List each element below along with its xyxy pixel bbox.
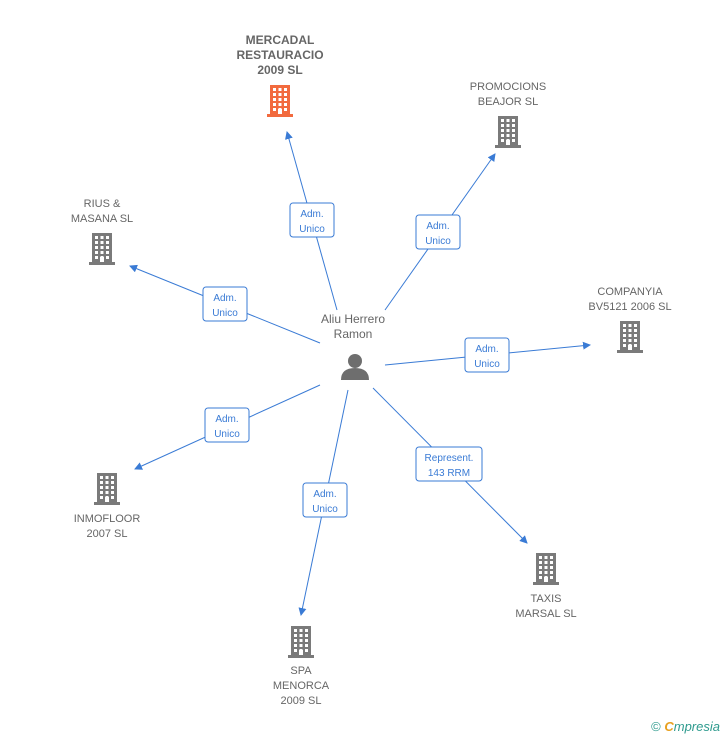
brand-logo: Cmpresia [664, 719, 720, 734]
edge-label-box [204, 407, 250, 443]
edge-label-text: Unico [474, 359, 500, 370]
edge-label-text: 143 RRM [428, 468, 470, 479]
building-icon [89, 233, 115, 265]
company-label-mercadal-line-3: 2009 SL [257, 63, 302, 77]
edge-label-text: Adm. [475, 344, 498, 355]
edge-label-text: Adm. [213, 293, 236, 304]
edge-label-text: Unico [425, 236, 451, 247]
company-label-promocions-line-1: PROMOCIONS [470, 81, 546, 93]
edge-label-inmofloor[interactable]: Adm. Unico [204, 407, 250, 443]
company-label-companyia-line-2: BV5121 2006 SL [588, 301, 671, 313]
person-name-line-1: Aliu Herrero [321, 312, 385, 326]
edge-label-box [464, 337, 510, 373]
edge-label-mercadal[interactable]: Adm. Unico [289, 202, 335, 238]
company-label-rius-line-2: MASANA SL [71, 213, 133, 225]
edge-label-text: Adm. [313, 489, 336, 500]
building-icon [533, 553, 559, 585]
edge-label-spa[interactable]: Adm. Unico [302, 482, 348, 518]
building-icon [617, 321, 643, 353]
edge-label-box [415, 446, 483, 482]
company-label-mercadal-line-2: RESTAURACIO [236, 48, 323, 62]
building-icon [94, 473, 120, 505]
company-label-spa-line-3: 2009 SL [281, 695, 322, 707]
edge-label-box [289, 202, 335, 238]
edge-label-text: Represent. [425, 453, 474, 464]
edge-label-text: Unico [299, 224, 325, 235]
company-node-rius[interactable]: RIUS & MASANA SL [71, 198, 133, 265]
edge-label-text: Adm. [215, 414, 238, 425]
company-node-inmofloor[interactable]: INMOFLOOR 2007 SL [74, 473, 141, 540]
edge-label-taxis[interactable]: Represent. 143 RRM [415, 446, 483, 482]
company-label-promocions-line-2: BEAJOR SL [478, 96, 539, 108]
person-name-line-2: Ramon [334, 327, 373, 341]
building-icon [267, 85, 293, 117]
person-icon [341, 354, 369, 380]
edge-label-box [302, 482, 348, 518]
company-label-inmofloor-line-1: INMOFLOOR [74, 513, 141, 525]
footer-brand: © Cmpresia [651, 719, 720, 734]
edge-label-box [415, 214, 461, 250]
company-label-mercadal-line-1: MERCADAL [246, 33, 315, 47]
company-label-spa-line-1: SPA [290, 665, 312, 677]
company-label-rius-line-1: RIUS & [84, 198, 121, 210]
company-label-spa-line-2: MENORCA [273, 680, 330, 692]
edge-label-box [202, 286, 248, 322]
edge-label-text: Unico [214, 429, 240, 440]
company-node-taxis[interactable]: TAXIS MARSAL SL [515, 553, 577, 620]
edge-label-text: Unico [212, 308, 238, 319]
copyright-symbol: © [651, 719, 661, 734]
edge-label-text: Adm. [300, 209, 323, 220]
edge-label-text: Adm. [426, 221, 449, 232]
building-icon [288, 626, 314, 658]
edge-label-rius[interactable]: Adm. Unico [202, 286, 248, 322]
company-label-inmofloor-line-2: 2007 SL [87, 528, 128, 540]
company-node-promocions[interactable]: PROMOCIONS BEAJOR SL [470, 81, 546, 148]
edge-label-text: Unico [312, 504, 338, 515]
company-label-taxis-line-2: MARSAL SL [515, 608, 576, 620]
edge-label-companyia[interactable]: Adm. Unico [464, 337, 510, 373]
building-icon [495, 116, 521, 148]
company-node-companyia[interactable]: COMPANYIA BV5121 2006 SL [588, 286, 672, 353]
company-node-spa[interactable]: SPA MENORCA 2009 SL [273, 626, 330, 707]
edge-label-promocions[interactable]: Adm. Unico [415, 214, 461, 250]
company-label-companyia-line-1: COMPANYIA [597, 286, 663, 298]
company-label-taxis-line-1: TAXIS [531, 593, 562, 605]
